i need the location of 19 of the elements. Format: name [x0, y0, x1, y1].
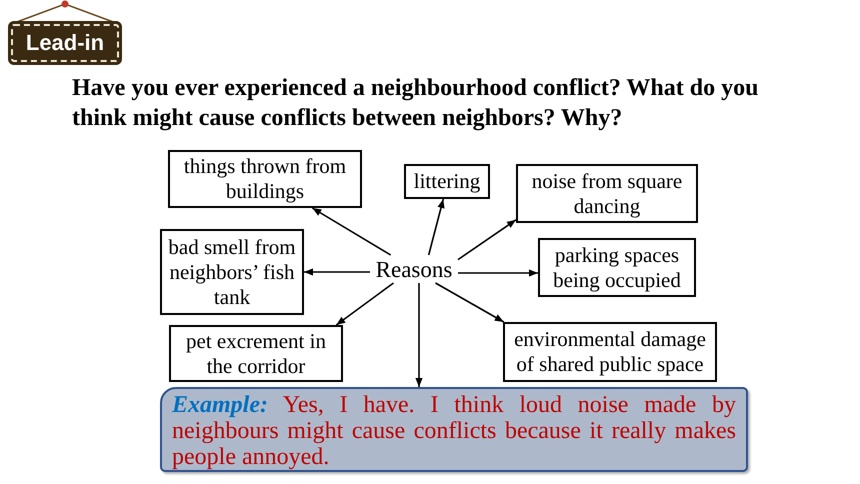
reason-box: things thrown from buildings — [168, 150, 362, 208]
arrow — [304, 268, 370, 276]
question-heading: Have you ever experienced a neighbourhood conflict? What do you think might cause conflicts between neighbors? Why? — [72, 74, 760, 133]
reason-box: noise from square dancing — [516, 164, 698, 223]
arrow — [435, 282, 504, 323]
arrow — [428, 198, 445, 256]
reason-box: littering — [404, 164, 490, 199]
arrow — [312, 207, 392, 256]
reason-box: parking spaces being occupied — [538, 238, 696, 297]
arrow — [336, 282, 394, 326]
reason-box: bad smell from neighbors’ fish tank — [160, 229, 304, 315]
example-answer: Example: Yes, I have. I think loud noise made by neighbours might cause conflicts because it really makes people annoyed. — [172, 392, 736, 470]
arrow — [458, 269, 538, 277]
hub-label: Reasons — [370, 255, 458, 283]
arrow — [415, 283, 423, 387]
reason-box: environmental damage of shared public space — [503, 322, 717, 382]
lead-in-sign: Lead-in — [8, 21, 122, 65]
reason-box: pet excrement in the corridor — [169, 325, 343, 382]
arrow — [458, 219, 516, 260]
